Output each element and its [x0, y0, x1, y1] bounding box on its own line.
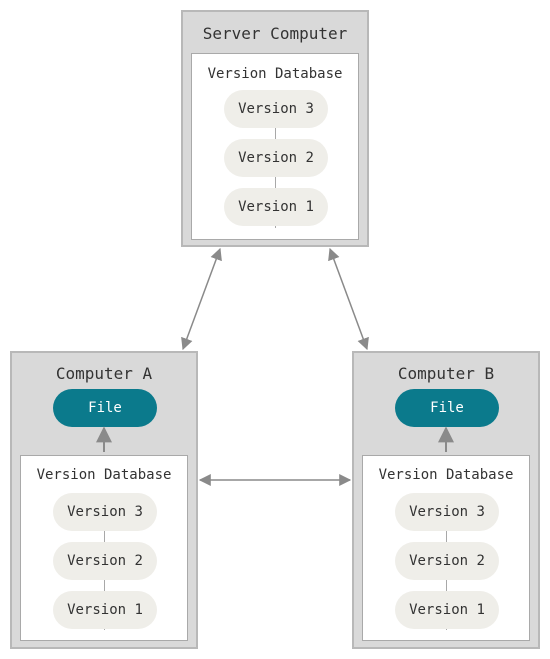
computer-b-version-2: Version 2 [395, 542, 499, 580]
server-version-3: Version 3 [224, 90, 328, 128]
computer-a-database-title: Version Database [36, 467, 172, 483]
computer-b-version-3: Version 3 [395, 493, 499, 531]
server-database-title: Version Database [207, 66, 343, 82]
computer-a-version-2: Version 2 [53, 542, 157, 580]
computer-a-file: File [53, 389, 157, 427]
server-version-database: Version Database Version 3 Version 2 Ver… [191, 53, 359, 240]
computer-a-version-database: Version Database Version 3 Version 2 Ver… [20, 455, 188, 641]
server-computer-title: Server Computer [202, 24, 348, 43]
version-connector [275, 128, 276, 228]
version-connector [104, 530, 105, 630]
server-computer: Server Computer Version Database Version… [181, 10, 369, 247]
computer-b-version-1: Version 1 [395, 591, 499, 629]
computer-b-version-database: Version Database Version 3 Version 2 Ver… [362, 455, 530, 641]
computer-a: Computer A File Version Database Version… [10, 351, 198, 649]
computer-a-title: Computer A [55, 364, 153, 383]
version-connector [446, 530, 447, 630]
computer-b-file: File [395, 389, 499, 427]
server-version-2: Version 2 [224, 139, 328, 177]
server-to-computer-a-arrow [181, 247, 222, 351]
computer-a-version-1: Version 1 [53, 591, 157, 629]
server-to-computer-b-arrow [328, 247, 369, 351]
computer-a-version-3: Version 3 [53, 493, 157, 531]
computer-b-database-title: Version Database [378, 467, 514, 483]
computer-b-title: Computer B [397, 364, 495, 383]
computer-b: Computer B File Version Database Version… [352, 351, 540, 649]
server-version-1: Version 1 [224, 188, 328, 226]
